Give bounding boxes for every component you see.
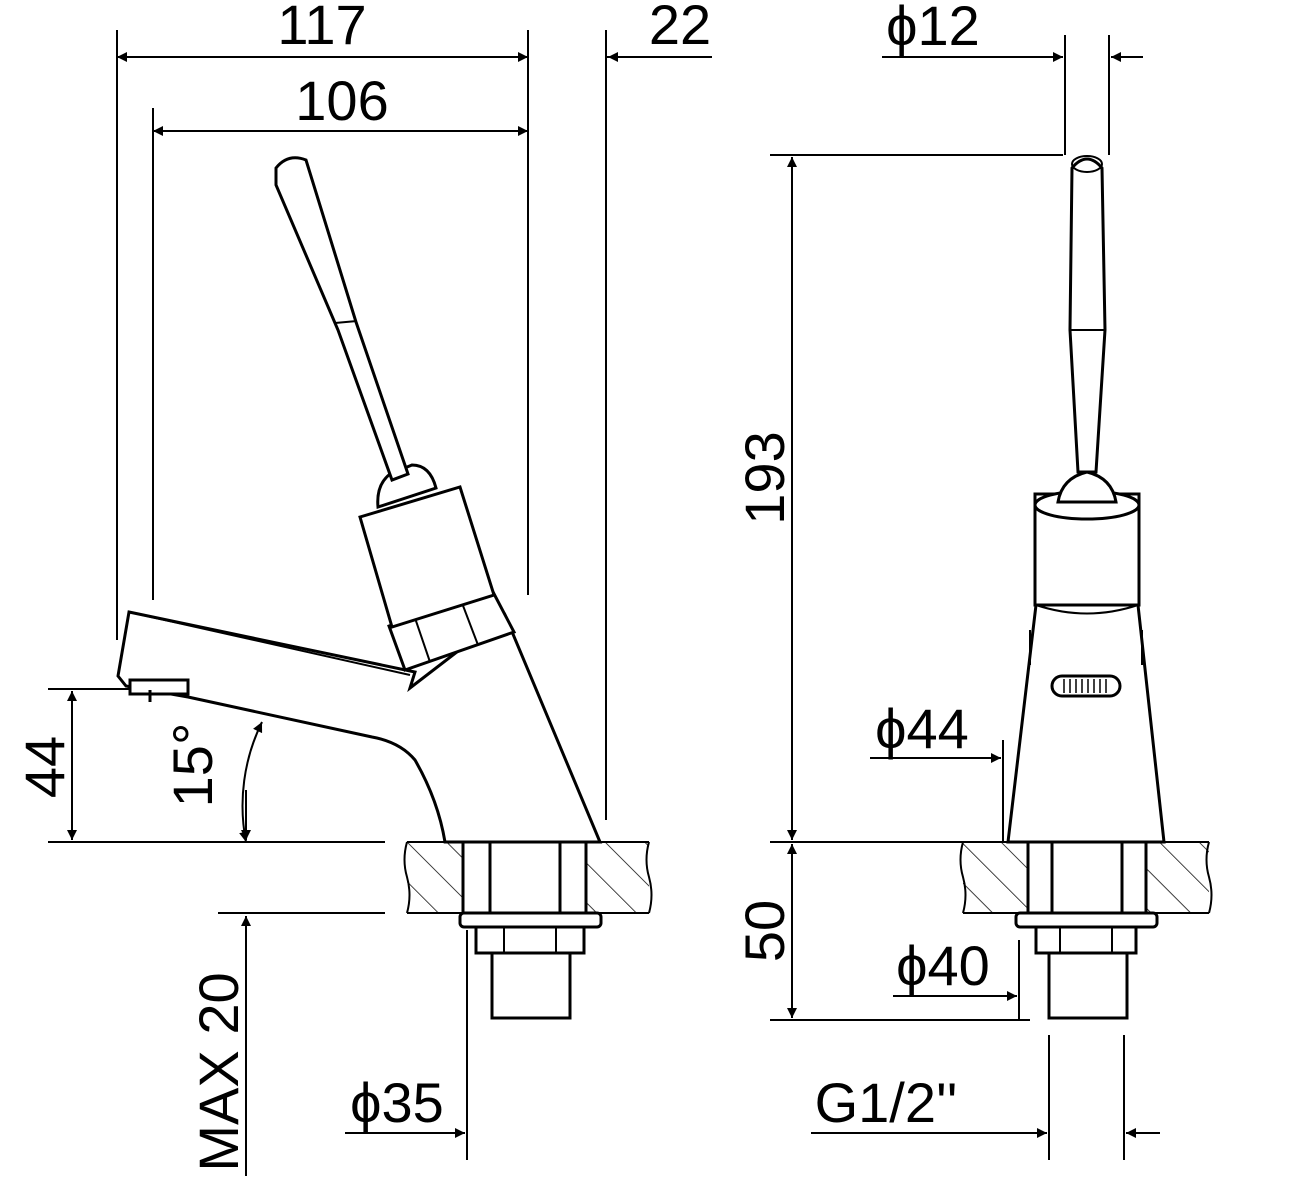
cartridge-head <box>358 485 496 629</box>
dim-flange-diameter: ϕ40 <box>896 934 990 997</box>
dim-total-height: 193 <box>733 431 796 524</box>
dim-base-diameter: ϕ35 <box>350 1071 444 1134</box>
dim-arc-15 <box>239 721 263 843</box>
faucet-body <box>116 610 603 844</box>
side-view: 117 106 22 44 15° <box>13 0 712 1176</box>
dim-width-total: 117 <box>277 0 366 56</box>
dim-max-thickness: MAX 20 <box>187 972 250 1171</box>
dim-body-diameter: ϕ44 <box>875 697 969 760</box>
front-body <box>1006 603 1166 844</box>
dim-lever-diameter: ϕ12 <box>886 0 980 57</box>
dim-spout-height: 44 <box>13 736 76 798</box>
dim-angle: 15° <box>161 723 224 808</box>
dim-width-spout: 106 <box>295 69 388 132</box>
aerator <box>1050 674 1122 698</box>
front-view: ϕ12 193 50 <box>733 0 1213 1160</box>
dim-offset: 22 <box>649 0 711 56</box>
dim-shank-length: 50 <box>733 900 796 962</box>
dim-thread: G1/2'' <box>815 1071 958 1134</box>
front-lever <box>1068 157 1107 474</box>
lever-handle <box>274 156 410 482</box>
